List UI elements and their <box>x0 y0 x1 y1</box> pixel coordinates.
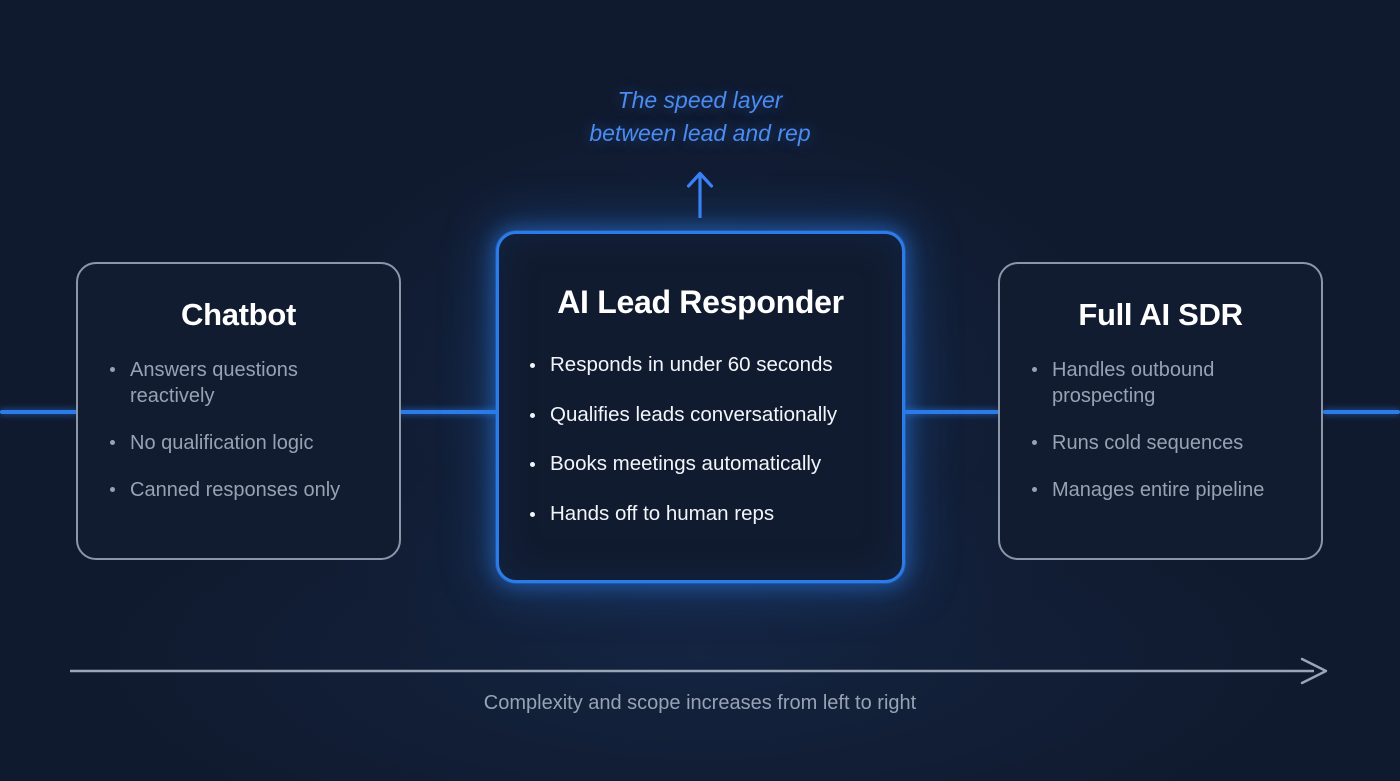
card-bullets-chatbot: Answers questions reactively No qualific… <box>78 357 399 503</box>
card-title-ai-lead-responder: AI Lead Responder <box>557 284 844 320</box>
list-item: Answers questions reactively <box>108 357 379 409</box>
list-item: Responds in under 60 seconds <box>528 352 884 379</box>
list-item: Hands off to human reps <box>528 501 884 528</box>
card-title-chatbot: Chatbot <box>181 297 296 332</box>
connector-rail-far-left <box>0 410 78 414</box>
list-item: No qualification logic <box>108 430 379 456</box>
connector-rail-middle-to-right <box>903 410 999 414</box>
list-item: Books meetings automatically <box>528 451 884 478</box>
card-bullets-full-ai-sdr: Handles outbound prospecting Runs cold s… <box>1000 357 1321 503</box>
list-item: Manages entire pipeline <box>1030 477 1301 503</box>
arrow-up-icon <box>686 171 714 218</box>
connector-rail-far-right <box>1323 410 1400 414</box>
list-item: Runs cold sequences <box>1030 430 1301 456</box>
card-title-full-ai-sdr: Full AI SDR <box>1078 297 1243 332</box>
axis-caption: Complexity and scope increases from left… <box>483 692 917 714</box>
callout-line-1: The speed layer <box>617 87 783 113</box>
connector-rail-left-to-middle <box>399 410 498 414</box>
arrow-right-icon <box>70 657 1328 685</box>
list-item: Canned responses only <box>108 477 379 503</box>
callout-line-2: between lead and rep <box>589 120 811 146</box>
list-item: Handles outbound prospecting <box>1030 357 1301 409</box>
callout-annotation: The speed layer between lead and rep <box>0 84 1400 150</box>
card-bullets-ai-lead-responder: Responds in under 60 seconds Qualifies l… <box>499 352 902 528</box>
list-item: Qualifies leads conversationally <box>528 402 884 429</box>
card-ai-lead-responder[interactable]: AI Lead Responder Responds in under 60 s… <box>496 231 905 583</box>
card-chatbot[interactable]: Chatbot Answers questions reactively No … <box>76 262 401 560</box>
card-full-ai-sdr[interactable]: Full AI SDR Handles outbound prospecting… <box>998 262 1323 560</box>
